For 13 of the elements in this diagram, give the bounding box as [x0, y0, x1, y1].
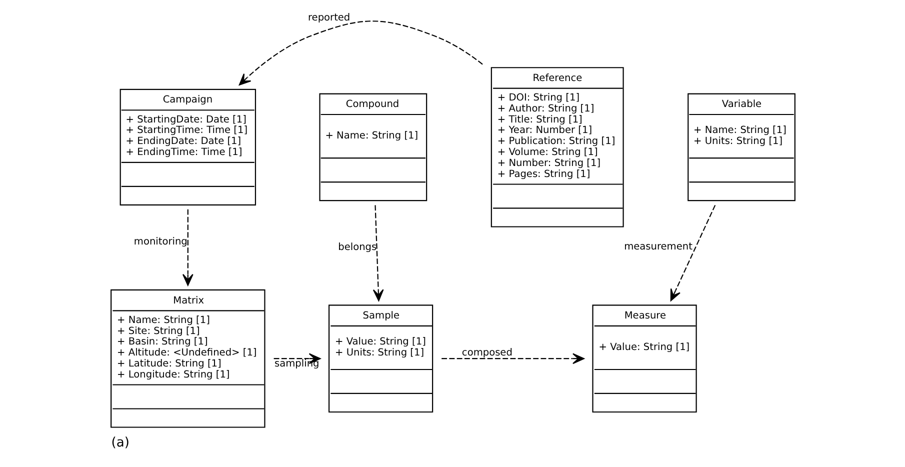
arrow	[372, 205, 384, 302]
edge-label: measurement	[624, 242, 692, 253]
edge-label: monitoring	[133, 236, 187, 248]
arrow	[273, 353, 320, 364]
edge-label: reported	[307, 12, 350, 24]
arrow	[670, 204, 716, 302]
arrow	[182, 209, 193, 286]
caption: (a)	[110, 435, 129, 450]
edge-label: belongs	[338, 242, 376, 253]
edge-label: composed	[461, 348, 512, 359]
edge-label: sampling	[274, 358, 319, 370]
arrow	[441, 353, 584, 364]
arrow	[238, 20, 482, 86]
